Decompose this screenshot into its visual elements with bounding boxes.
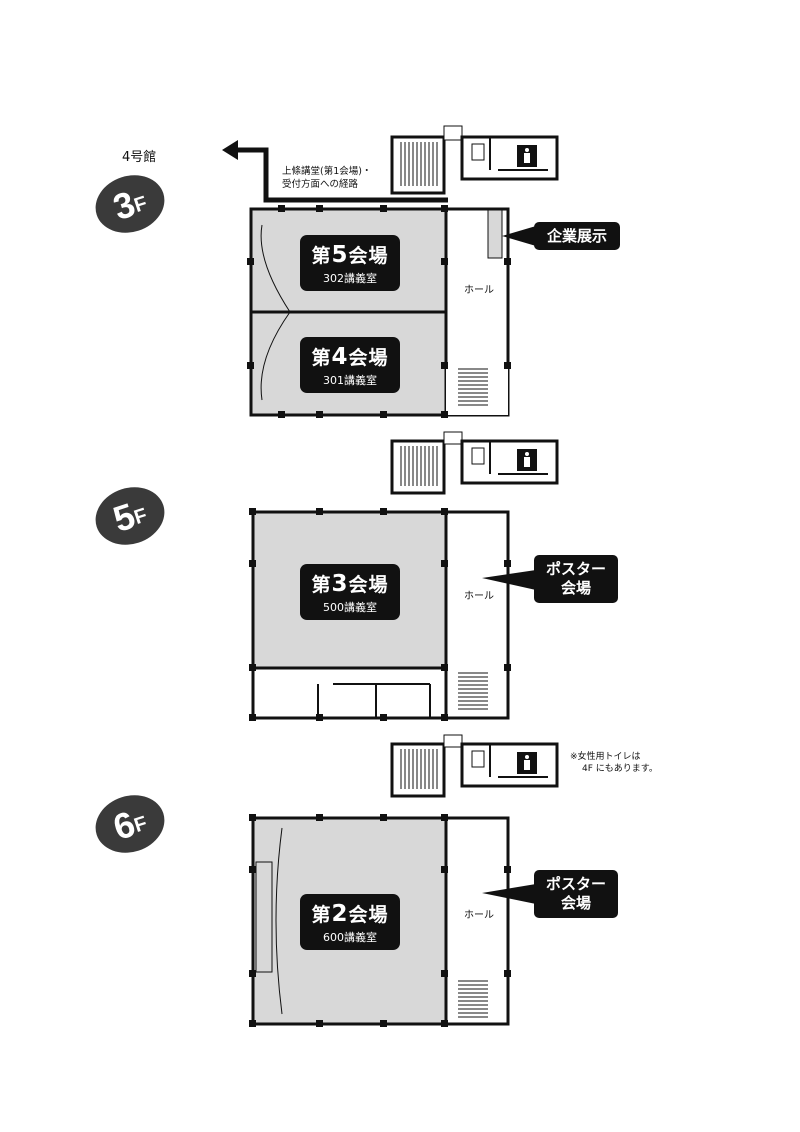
venue-2-number: 2 [331, 901, 349, 927]
route-arrowhead [222, 140, 238, 160]
venue-2-room: 600講義室 [323, 931, 377, 944]
venue-5-title: 第5会場 [300, 241, 400, 268]
poster-venue-callout-6f[interactable]: ポスター 会場 [534, 870, 618, 918]
corporate-exhibit-callout[interactable]: 企業展示 [534, 222, 620, 250]
poster-callout-6f-line-2: 会場 [560, 894, 591, 912]
restroom-note: ※女性用トイレは 4F にもあります。 [570, 751, 658, 775]
building-label: 4号館 [122, 150, 157, 165]
venue-4-room: 301講義室 [323, 374, 377, 387]
venue-5-label[interactable]: 第5会場 302講義室 [300, 235, 400, 291]
route-note: 上條講堂(第1会場)・ 受付方面への経路 [282, 166, 371, 192]
floor-6f-plan [249, 734, 559, 1027]
poster-callout-5f-line-1: ポスター [545, 560, 606, 579]
poster-venue-callout-5f[interactable]: ポスター 会場 [534, 555, 618, 603]
callout-pointer-6f [482, 884, 536, 904]
hall-label-3f: ホール [464, 285, 494, 296]
venue-3-room: 500講義室 [323, 601, 377, 614]
venue-4-prefix: 第 [311, 347, 332, 369]
venue-2-suffix: 会場 [348, 904, 389, 926]
venue-3-title: 第3会場 [300, 570, 400, 597]
venue-3-suffix: 会場 [348, 574, 389, 596]
poster-callout-6f-line-1: ポスター [545, 875, 606, 894]
venue-4-label[interactable]: 第4会場 301講義室 [300, 337, 400, 393]
venue-4-suffix: 会場 [348, 347, 389, 369]
callout-pointer-3f [502, 226, 536, 246]
venue-2-label[interactable]: 第2会場 600講義室 [300, 894, 400, 950]
venue-2-prefix: 第 [311, 904, 332, 926]
venue-4-number: 4 [331, 344, 349, 370]
venue-2-title: 第2会場 [300, 900, 400, 927]
restroom-note-line-1: ※女性用トイレは [570, 752, 641, 762]
venue-5-prefix: 第 [311, 245, 332, 267]
venue-4-title: 第4会場 [300, 343, 400, 370]
venue-3-label[interactable]: 第3会場 500講義室 [300, 564, 400, 620]
venue-3-number: 3 [331, 571, 349, 597]
venue-5-suffix: 会場 [348, 245, 389, 267]
route-note-line-2: 受付方面への経路 [282, 178, 359, 190]
poster-callout-5f-line-2: 会場 [560, 579, 591, 597]
hall-label-6f: ホール [464, 910, 494, 921]
callout-pointer-5f [482, 570, 536, 590]
hall-label-5f: ホール [464, 591, 494, 602]
restroom-note-line-2: 4F にもあります。 [582, 764, 658, 775]
venue-3-prefix: 第 [311, 574, 332, 596]
venue-5-room: 302講義室 [323, 272, 377, 285]
venue-5-number: 5 [331, 242, 349, 268]
route-arrow [234, 147, 448, 203]
route-note-line-1: 上條講堂(第1会場)・ [282, 166, 372, 177]
